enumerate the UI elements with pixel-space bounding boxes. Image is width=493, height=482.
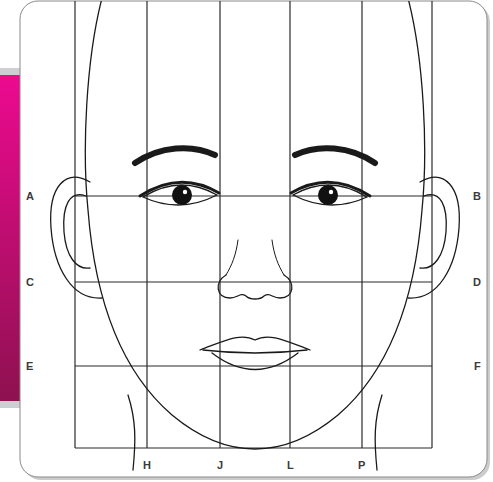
grid-letter: P <box>358 460 365 471</box>
grid-letter: L <box>287 460 294 471</box>
grid-line <box>219 1 220 448</box>
ear-inner <box>420 195 446 269</box>
grid-letter: F <box>474 361 481 372</box>
grid-line <box>75 195 432 196</box>
ear-inner <box>64 195 90 269</box>
eye-highlight <box>329 190 333 194</box>
iris <box>172 185 192 205</box>
eyebrow <box>135 148 215 163</box>
drawing <box>51 1 460 470</box>
grid-letter: H <box>143 460 151 471</box>
eyebrow <box>295 148 375 163</box>
pink-bar <box>0 75 22 401</box>
grid-letter: C <box>26 277 34 288</box>
grid-letter: E <box>26 361 33 372</box>
mouth-line <box>203 350 307 353</box>
grid-letter: J <box>217 460 223 471</box>
eye-highlight <box>183 190 187 194</box>
upper-lip <box>200 337 310 350</box>
lower-lip <box>212 353 298 370</box>
nose-bridge <box>226 240 284 275</box>
iris <box>318 185 338 205</box>
grid <box>75 1 432 448</box>
card <box>20 1 487 477</box>
ear <box>408 177 459 298</box>
head-outline <box>85 1 424 449</box>
neck-line <box>375 395 382 470</box>
grid-line <box>75 281 432 282</box>
face <box>51 1 460 470</box>
irises <box>172 185 338 205</box>
grid-line <box>74 1 75 448</box>
ear <box>51 177 102 298</box>
grid-line <box>146 1 147 448</box>
grid-letter: A <box>26 191 34 202</box>
grid-line <box>289 1 290 448</box>
neck-line <box>128 395 135 470</box>
grid-letter: D <box>473 277 481 288</box>
nose <box>218 275 292 299</box>
grid-letter: B <box>473 191 481 202</box>
grid-line <box>431 1 432 448</box>
grid-line <box>361 1 362 448</box>
